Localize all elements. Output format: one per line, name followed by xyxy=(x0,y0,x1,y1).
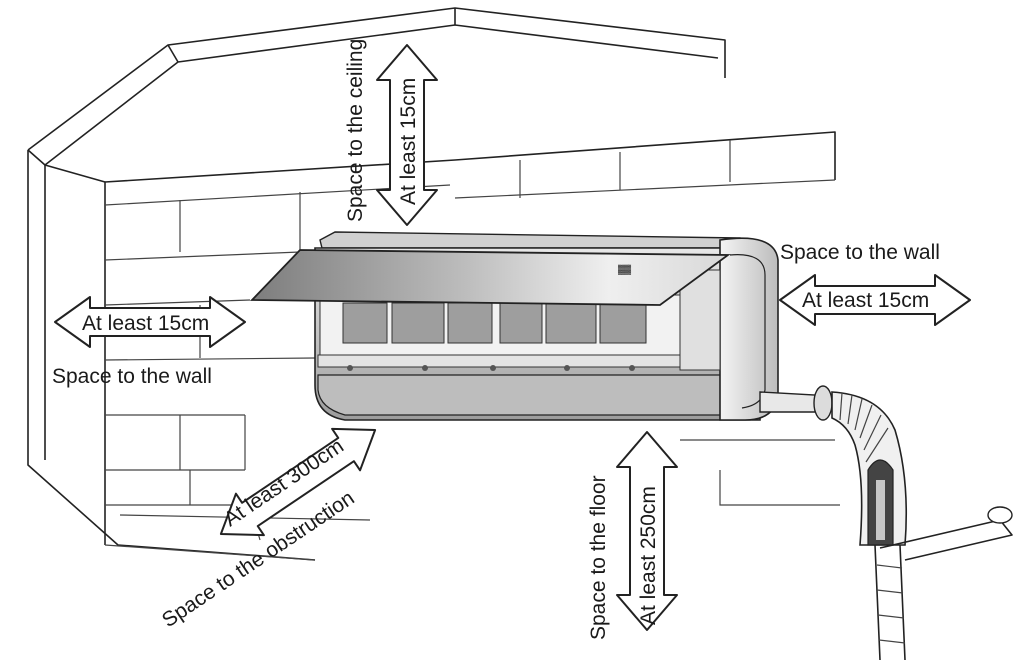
drain-pipe xyxy=(759,385,1013,661)
room-walls xyxy=(27,7,836,561)
label-space-left-wall: Space to the wall xyxy=(52,365,212,388)
rail-screws xyxy=(347,365,635,371)
label-space-floor: Space to the floor xyxy=(587,475,610,640)
ceiling-clearance-arrow xyxy=(376,44,438,226)
indoor-ac-unit: ▓▓ xyxy=(249,231,779,421)
label-floor-distance: At least 250cm xyxy=(637,486,660,625)
brand-logo: ▓▓ xyxy=(618,264,632,275)
label-right-wall-distance: At least 15cm xyxy=(802,289,929,312)
label-space-right-wall: Space to the wall xyxy=(780,241,940,264)
floor-clearance-arrow xyxy=(616,431,678,631)
label-left-wall-distance: At least 15cm xyxy=(82,312,209,335)
right-wall-clearance-arrow xyxy=(779,274,971,326)
front-flap-panel xyxy=(249,249,731,306)
left-wall-clearance-arrow xyxy=(54,296,246,348)
label-space-ceiling: Space to the ceiling xyxy=(344,39,367,222)
label-ceiling-distance: At least 15cm xyxy=(397,78,420,205)
obstruction-clearance-arrow xyxy=(219,427,377,537)
air-filters xyxy=(342,302,647,344)
